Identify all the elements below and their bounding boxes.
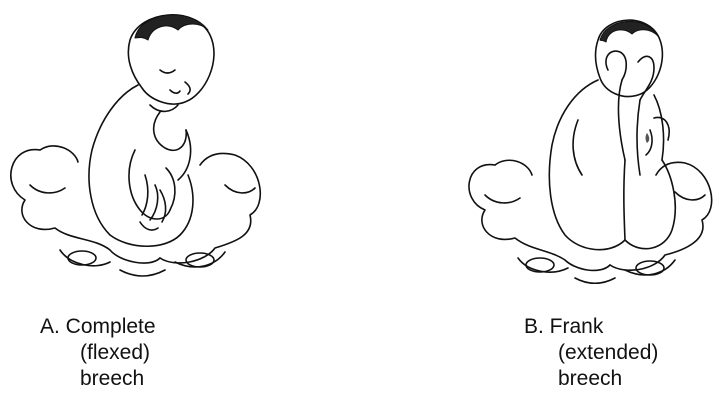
caption-a-line-2: (flexed) (40, 340, 156, 366)
frank-breech-illustration (440, 0, 715, 300)
fetus-head-a (128, 15, 214, 104)
complete-breech-illustration (0, 0, 300, 300)
caption-frank-breech: B. Frank (extended) breech (524, 314, 658, 392)
caption-a-line-3: breech (40, 366, 156, 392)
complete-breech-drawing (0, 0, 300, 300)
caption-b-line-2: (extended) (524, 340, 658, 366)
pelvis-outline-b (469, 160, 712, 283)
frank-breech-drawing (440, 0, 715, 300)
caption-a-line-1: A. Complete (40, 314, 156, 340)
caption-b-line-1: B. Frank (524, 314, 658, 340)
caption-b-line-3: breech (524, 366, 658, 392)
fetus-body-a (89, 85, 193, 246)
pelvis-outline-a (11, 146, 260, 276)
fetus-body-b (549, 80, 675, 250)
caption-complete-breech: A. Complete (flexed) breech (40, 314, 156, 392)
